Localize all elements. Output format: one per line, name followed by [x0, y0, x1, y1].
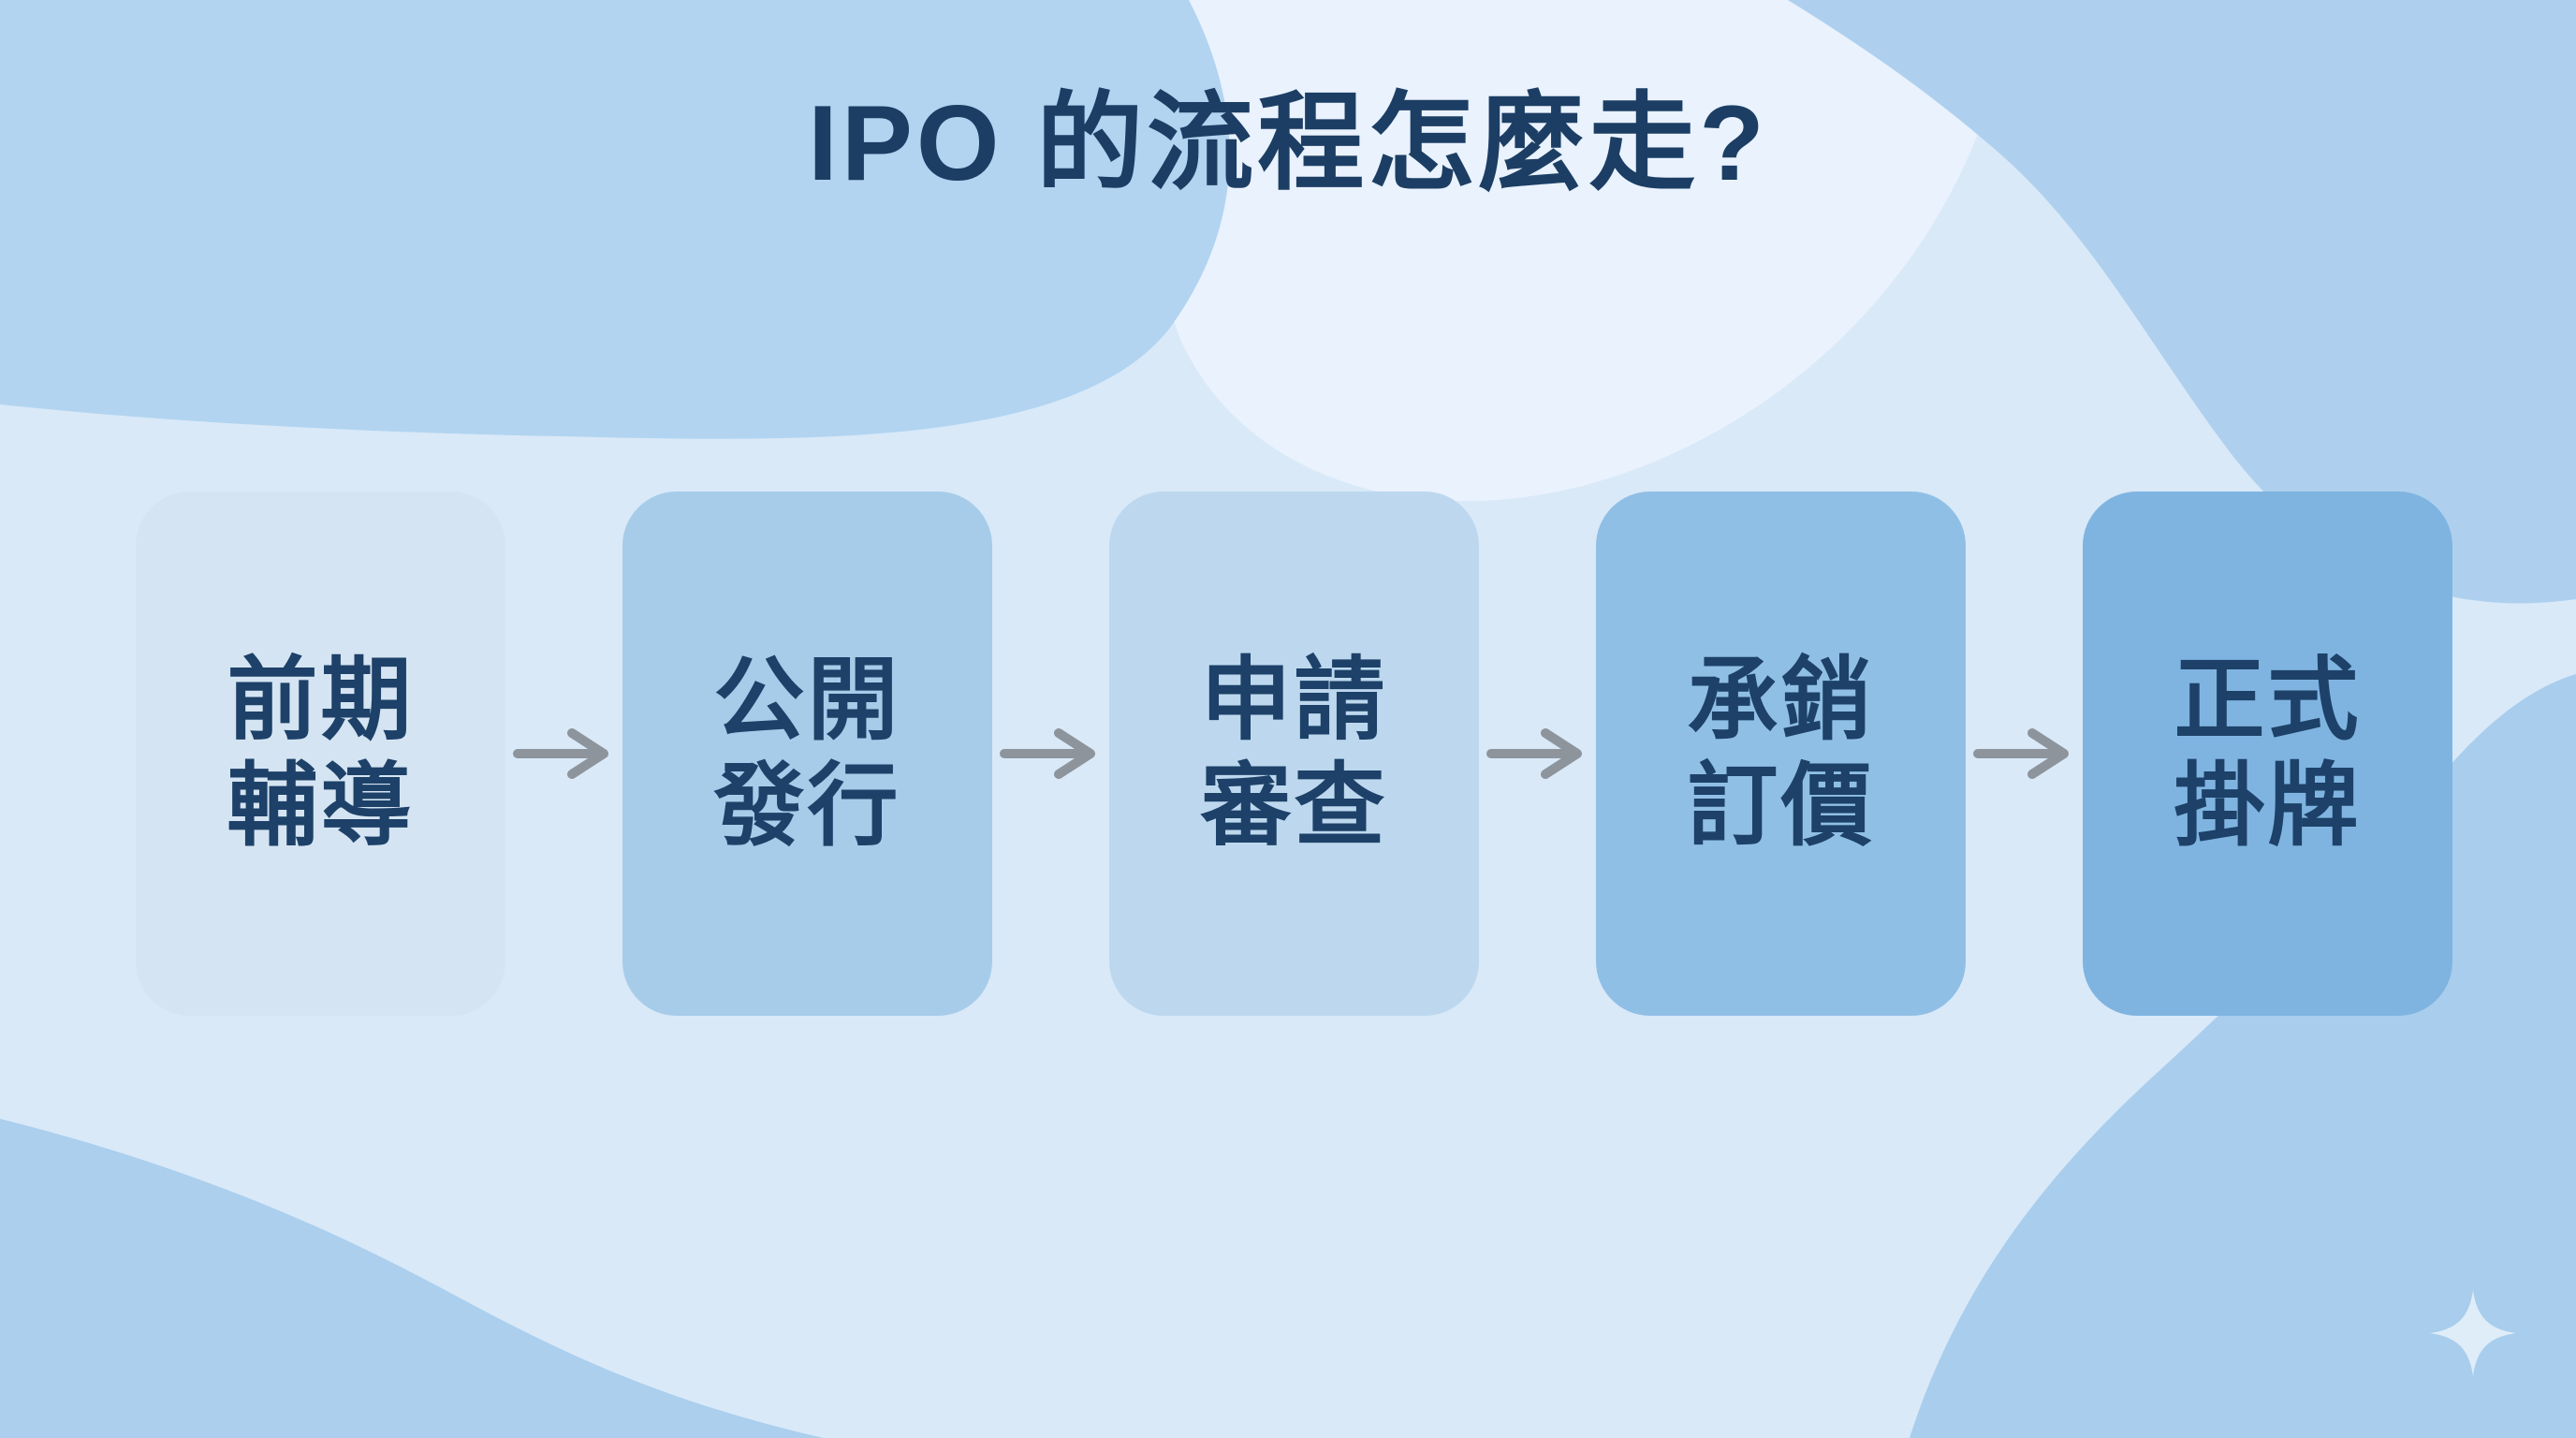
step-label-line: 正式 [2174, 649, 2362, 752]
step-box-5: 正式 掛牌 [2083, 492, 2452, 1016]
step-box-3: 申請 審查 [1109, 492, 1479, 1016]
step-label-line: 申請 [1200, 649, 1388, 752]
arrow-right-icon [1486, 728, 1582, 779]
step-box-1: 前期 輔導 [136, 492, 505, 1016]
arrow-right-icon [1972, 728, 2069, 779]
step-label-line: 掛牌 [2174, 755, 2362, 857]
step-label-line: 公開 [713, 649, 901, 752]
step-label-line: 審查 [1200, 755, 1388, 857]
step-box-4: 承銷 訂價 [1596, 492, 1966, 1016]
highlight-blob [1150, 0, 2012, 502]
step-label-line: 前期 [227, 649, 415, 752]
page-title: IPO 的流程怎麼走? [808, 84, 1768, 203]
step-label-line: 承銷 [1687, 649, 1875, 752]
bottom-left-blob [0, 1119, 824, 1438]
step-label-line: 訂價 [1687, 755, 1875, 857]
step-label-line: 輔導 [227, 755, 415, 857]
flow-row: 前期 輔導 公開 發行 申請 審查 [136, 492, 2452, 1016]
sparkle-icon [2430, 1290, 2516, 1376]
flow-connector [505, 492, 622, 1016]
flow-connector [992, 492, 1109, 1016]
step-box-2: 公開 發行 [622, 492, 992, 1016]
top-right-blob [1788, 0, 2576, 604]
step-label-line: 發行 [713, 755, 901, 857]
flow-connector [1479, 492, 1596, 1016]
flow-connector [1966, 492, 2083, 1016]
top-left-blob [0, 0, 1230, 439]
arrow-right-icon [999, 728, 1095, 779]
arrow-right-icon [512, 728, 608, 779]
